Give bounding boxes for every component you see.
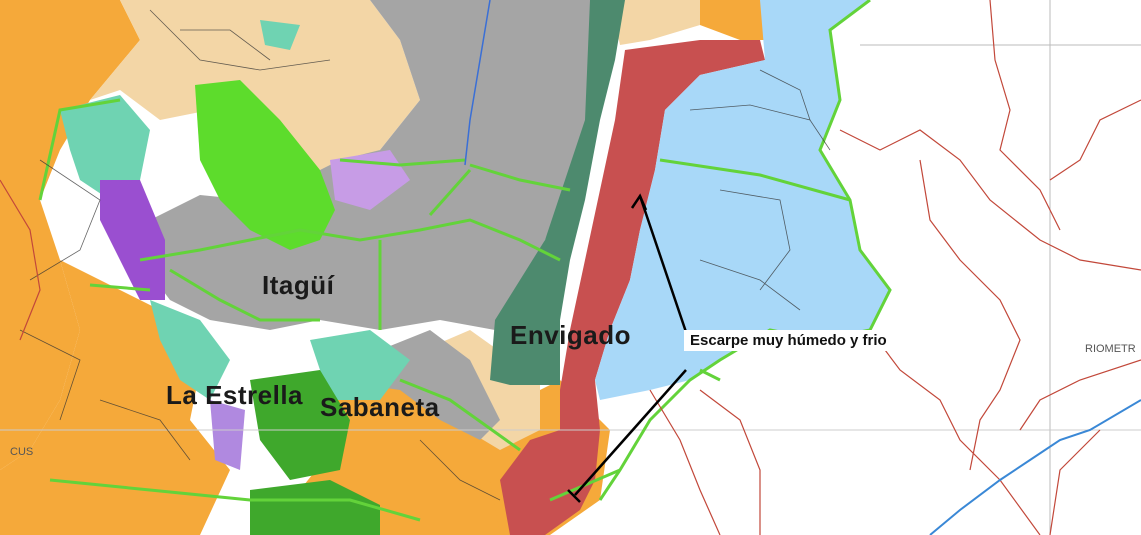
zone-teal-west — [60, 95, 150, 200]
zone-teal-south — [310, 330, 410, 400]
river — [464, 0, 491, 166]
river-east — [929, 399, 1141, 535]
zone-purple-west — [100, 180, 165, 300]
annotation-arrows — [567, 193, 688, 503]
zone-peach-top-east — [610, 0, 700, 45]
zone-lightblue-east — [595, 0, 890, 400]
zone-escarpment — [500, 40, 765, 535]
district-lines — [19, 9, 831, 501]
zone-peach-north — [90, 0, 420, 170]
zone-orange-west — [0, 0, 140, 470]
label-sabaneta: Sabaneta — [320, 392, 440, 422]
edge-label-left: CUS — [10, 446, 34, 458]
annotation-escarpe: Escarpe muy húmedo y frio — [684, 330, 893, 351]
zone-green-center — [195, 80, 335, 250]
label-envigado: Envigado — [510, 320, 632, 350]
zone-green-south — [250, 370, 350, 480]
zone-purple-south — [210, 400, 245, 470]
zone-darkgreen-envigado — [490, 0, 625, 385]
zone-orange-topright — [700, 0, 775, 40]
edge-label-right: RIOMETR — [1085, 343, 1136, 355]
label-itagui: Itagüí — [262, 270, 335, 300]
zone-teal-topmid — [260, 20, 300, 50]
zone-green-bottom — [250, 480, 380, 535]
label-la-estrella: La Estrella — [166, 380, 304, 410]
zone-teal-southwest — [150, 300, 230, 400]
